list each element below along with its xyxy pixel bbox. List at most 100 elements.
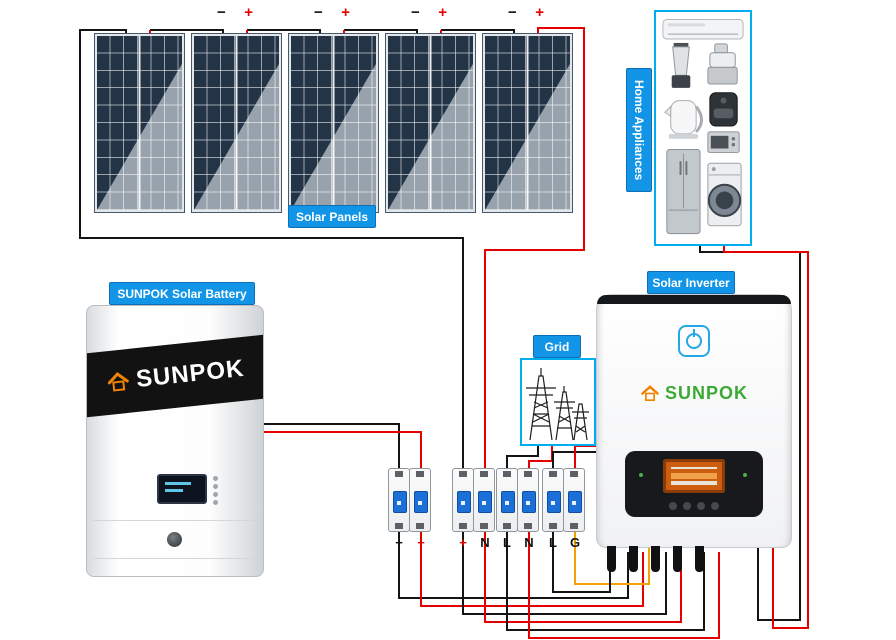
breaker2-inverter-wire: [462, 532, 667, 615]
breaker2-inverter-wire: [484, 532, 682, 623]
food-processor-icon: [707, 43, 738, 85]
inverter-button: [697, 502, 705, 510]
output-breaker: [542, 468, 585, 532]
terminal-label: −: [395, 535, 403, 550]
inverter-connector: [629, 546, 638, 572]
inverter-label: Solar Inverter: [647, 271, 735, 294]
status-led: [743, 473, 747, 477]
pv-positive-wire: [484, 27, 585, 470]
polarity-labels: − +: [308, 4, 356, 22]
microwave-icon: [707, 131, 740, 153]
terminal-label: +: [417, 535, 425, 550]
breaker-toggle: [501, 491, 515, 513]
grid-breaker: [496, 468, 539, 532]
inverter-display: [625, 451, 763, 517]
blender-icon: [671, 42, 691, 88]
solar-panel: [94, 33, 185, 213]
terminal-label: +: [459, 535, 467, 550]
breaker3-inverter-wire: [528, 532, 720, 639]
grid-neutral-wire: [506, 442, 539, 470]
breaker-pole: [473, 468, 495, 532]
battery-brand-band: SUNPOK: [87, 334, 263, 418]
air-fryer-icon: [709, 92, 738, 127]
solar-panels-label: Solar Panels: [288, 205, 376, 228]
inverter-button: [669, 502, 677, 510]
breaker-pole: [496, 468, 518, 532]
kettle-icon: [664, 100, 703, 139]
breaker3-inverter-wire: [506, 532, 705, 631]
breaker4-top-wire: [552, 451, 596, 470]
battery-negative-wire: [262, 423, 400, 470]
battery-led: [213, 476, 218, 481]
battery-led: [213, 500, 218, 505]
breaker-pole: [517, 468, 539, 532]
breaker-pole: [563, 468, 585, 532]
plus-label: +: [438, 4, 447, 21]
refrigerator-icon: [666, 149, 701, 235]
solar-battery: SUNPOK: [86, 305, 264, 577]
terminal-label: L: [503, 535, 511, 550]
battery-seam: [93, 558, 257, 559]
solar-panel: [385, 33, 476, 213]
status-led: [639, 473, 643, 477]
inverter-connector: [607, 546, 616, 572]
inverter-screen: [663, 459, 725, 493]
terminal-label: L: [549, 535, 557, 550]
minus-label: −: [508, 4, 517, 21]
house-icon: [107, 372, 129, 392]
battery-led: [213, 484, 218, 489]
breaker-toggle: [393, 491, 407, 513]
minus-label: −: [217, 4, 226, 21]
solar-panel: [191, 33, 282, 213]
plus-label: +: [535, 4, 544, 21]
breaker-pole: [388, 468, 410, 532]
battery-display: [157, 474, 207, 504]
washing-machine-icon: [707, 162, 742, 227]
appliance-neutral-wire: [699, 242, 801, 621]
air-conditioner-icon: [662, 18, 744, 40]
inverter-connector: [651, 546, 660, 572]
inverter-connector: [695, 546, 704, 572]
breaker-toggle: [547, 491, 561, 513]
minus-label: −: [411, 4, 420, 21]
inverter-button: [683, 502, 691, 510]
inverter-connector: [673, 546, 682, 572]
grid-box: [520, 358, 596, 446]
polarity-labels: − +: [211, 4, 259, 22]
inverter-output-wire: [574, 532, 650, 585]
terminal-label: N: [524, 535, 534, 550]
breaker-toggle: [568, 491, 582, 513]
breaker-toggle: [457, 491, 471, 513]
terminal-label: G: [569, 535, 581, 550]
home-appliances-box: [654, 10, 752, 246]
plus-label: +: [244, 4, 253, 21]
terminal-label: N: [480, 535, 490, 550]
pv-breaker: [452, 468, 495, 532]
pv-negative-wire: [79, 29, 464, 470]
grid-label: Grid: [533, 335, 581, 358]
breaker-pole: [409, 468, 431, 532]
battery-brand: SUNPOK: [134, 354, 246, 394]
transmission-towers-icon: [526, 368, 589, 441]
inverter-brand-logo: SUNPOK: [597, 383, 791, 404]
solar-panel: [482, 33, 573, 213]
breaker-pole: [542, 468, 564, 532]
battery-led: [213, 492, 218, 497]
home-appliances-label: Home Appliances: [626, 68, 652, 192]
battery-positive-wire: [262, 431, 422, 470]
polarity-labels: − +: [502, 4, 550, 22]
breaker-toggle: [414, 491, 428, 513]
solar-inverter: SUNPOK: [596, 294, 792, 548]
inverter-top-cap: [597, 295, 791, 304]
inverter-brand: SUNPOK: [664, 383, 748, 403]
battery-seam: [93, 520, 257, 521]
power-button-icon: [678, 325, 710, 357]
minus-label: −: [314, 4, 323, 21]
appliances-icons: [662, 18, 744, 235]
breaker-toggle: [478, 491, 492, 513]
inverter-button: [711, 502, 719, 510]
breaker1-inverter-wire: [398, 532, 629, 599]
breaker-toggle: [522, 491, 536, 513]
